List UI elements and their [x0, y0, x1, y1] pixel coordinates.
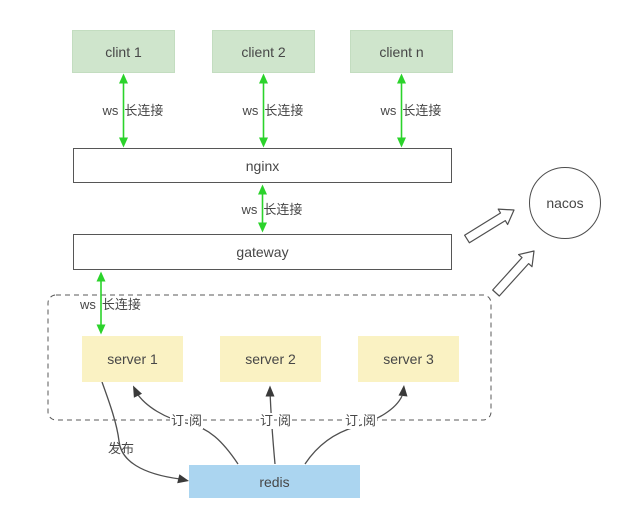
gateway-node: gateway — [73, 234, 452, 270]
server-node-2: server 2 — [220, 336, 321, 382]
subscribe-label-3: 订阅 — [344, 413, 378, 429]
publish-label: 发布 — [108, 441, 135, 456]
client-node-1: clint 1 — [72, 30, 175, 73]
client-node-n: client n — [350, 30, 453, 73]
subscribe-label-2: 订阅 — [259, 413, 293, 429]
client-node-2: client 2 — [212, 30, 315, 73]
nacos-node: nacos — [529, 167, 601, 239]
block-arrow-servers-nacos — [492, 250, 535, 297]
redis-node: redis — [189, 465, 360, 498]
subscribe-label-1: 订阅 — [170, 413, 204, 429]
server-node-3: server 3 — [358, 336, 459, 382]
nginx-node: nginx — [73, 148, 452, 183]
server-node-1: server 1 — [82, 336, 183, 382]
publish-curve — [101, 381, 189, 484]
block-arrow-gateway-nacos — [464, 208, 515, 244]
